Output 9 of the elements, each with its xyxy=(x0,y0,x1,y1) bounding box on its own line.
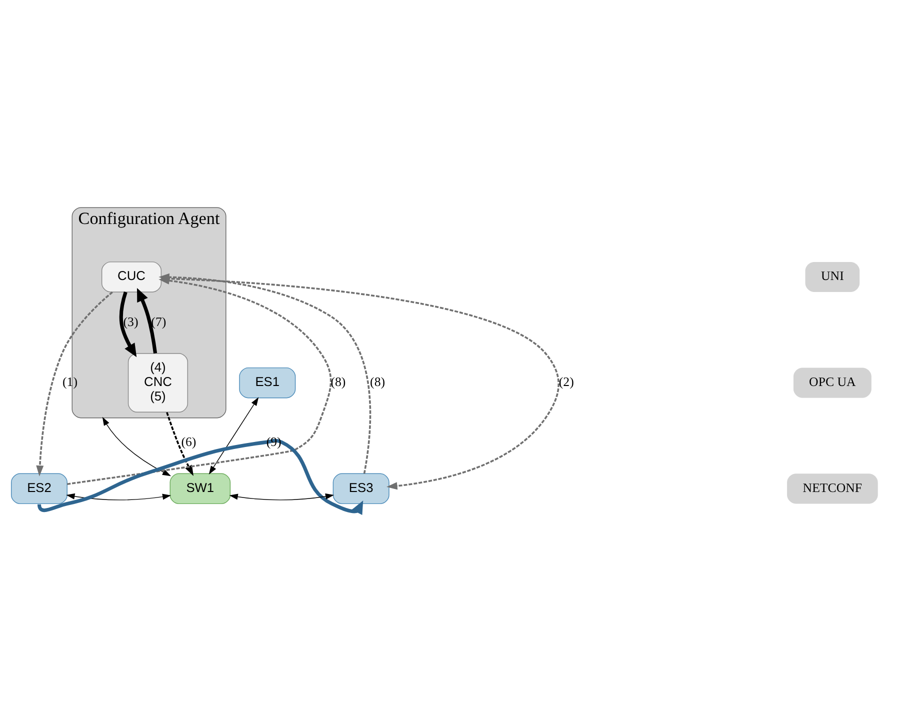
edge-label: (6) xyxy=(181,435,196,450)
edge-label: (3) xyxy=(123,314,138,329)
legend-label: UNI xyxy=(821,269,844,284)
legend-label: OPC UA xyxy=(809,374,856,389)
edge-label: (8) xyxy=(370,374,386,389)
legend-label: NETCONF xyxy=(802,480,862,495)
edge-label: (8) xyxy=(330,374,346,389)
edge-label: (7) xyxy=(151,314,166,329)
edge-label: (2) xyxy=(558,374,574,389)
